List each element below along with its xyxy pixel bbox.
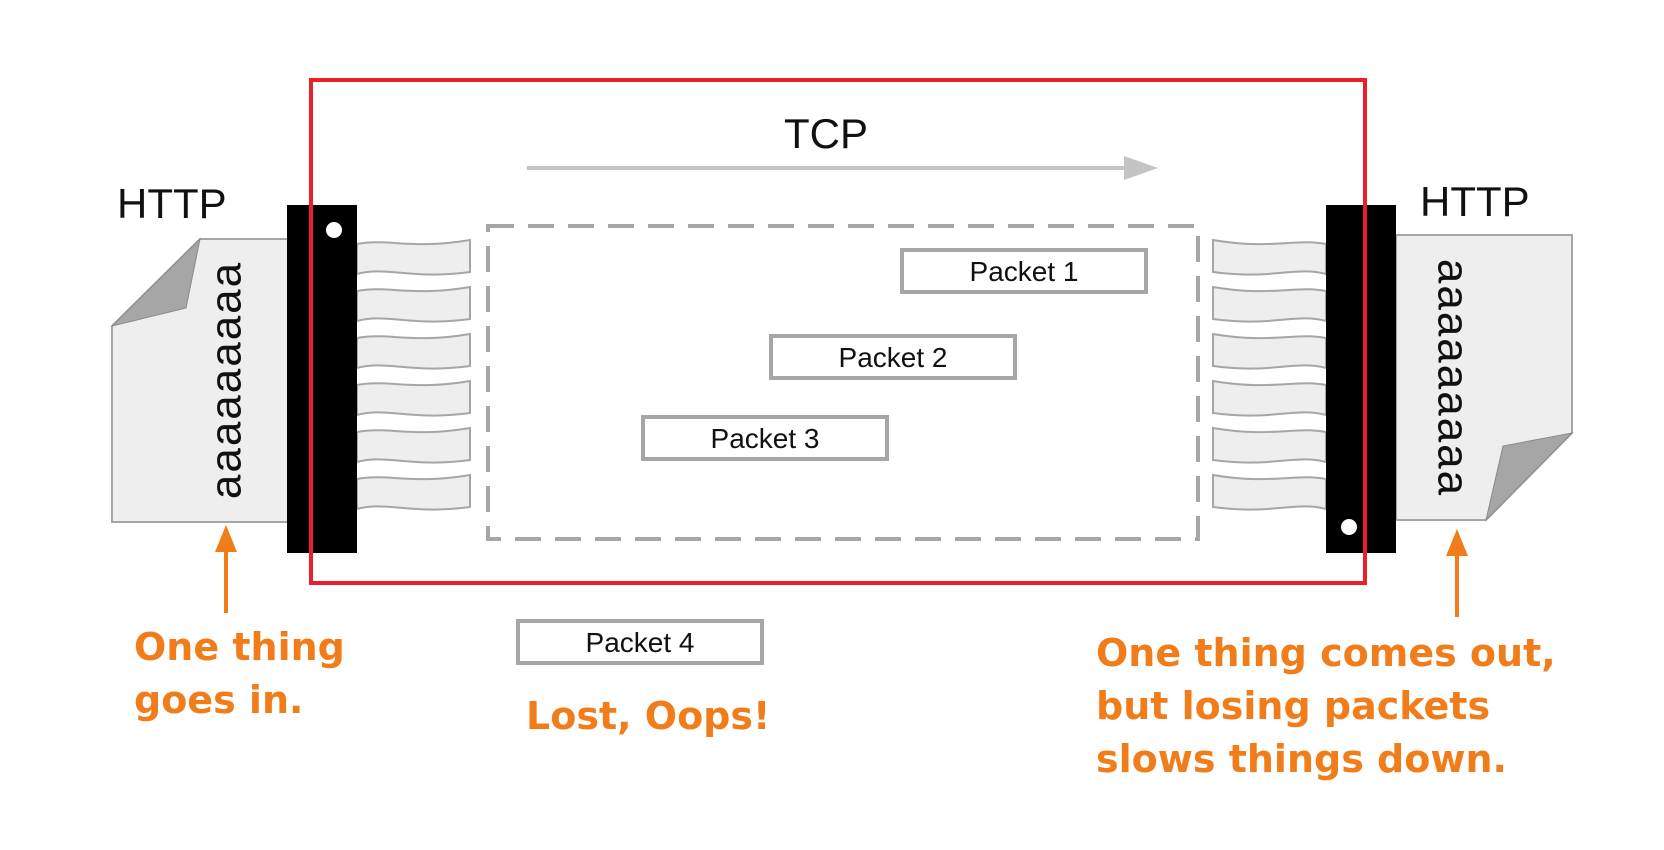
ribbon-strip <box>1212 238 1327 276</box>
ribbon-strip <box>356 379 471 417</box>
ribbon-strip <box>1212 426 1327 464</box>
left-annotation-line-2: goes in. <box>134 678 303 722</box>
left-connector-icon <box>287 205 357 553</box>
packet-1-label: Packet 1 <box>970 256 1079 287</box>
tcp-label: TCP <box>784 110 868 157</box>
packet-3: Packet 3 <box>641 415 889 461</box>
right-document-icon <box>1395 234 1574 522</box>
http-left-label: HTTP <box>117 180 227 227</box>
right-up-arrow-icon <box>1446 529 1468 617</box>
packet-area-dashed-box <box>486 224 1200 541</box>
tcp-direction-arrow <box>527 156 1158 180</box>
ribbon-strip <box>356 238 471 276</box>
left-document-text: aaaaaaaaa <box>202 261 251 499</box>
packet-4-label: Packet 4 <box>586 627 695 658</box>
packet-4-lost: Packet 4 <box>516 619 764 665</box>
right-annotation-line-3: slows things down. <box>1096 737 1507 781</box>
right-connector-icon <box>1326 205 1396 553</box>
ribbon-strip <box>356 426 471 464</box>
ribbon-strip <box>356 285 471 323</box>
ribbon-strip <box>1212 285 1327 323</box>
left-up-arrow-icon <box>215 525 237 613</box>
right-annotation-line-2: but losing packets <box>1096 684 1490 728</box>
lost-annotation: Lost, Oops! <box>526 694 770 738</box>
packet-2: Packet 2 <box>769 334 1017 380</box>
packet-3-label: Packet 3 <box>711 423 820 454</box>
left-document-icon <box>110 237 301 523</box>
packet-2-label: Packet 2 <box>839 342 948 373</box>
ribbon-strip <box>1212 473 1327 511</box>
ribbon-strip <box>1212 379 1327 417</box>
ribbon-strip <box>1212 332 1327 370</box>
right-document-text: aaaaaaaaa <box>1428 259 1477 497</box>
packet-1: Packet 1 <box>900 248 1148 294</box>
http-right-label: HTTP <box>1420 178 1530 225</box>
tcp-connection-boundary <box>309 78 1367 585</box>
ribbon-strip <box>356 332 471 370</box>
right-annotation-line-1: One thing comes out, <box>1096 631 1556 675</box>
right-annotation: One thing comes out, but losing packets … <box>1096 631 1569 781</box>
ribbon-strip <box>356 473 471 511</box>
left-ribbon-cable-icon <box>356 238 471 511</box>
left-annotation: One thing goes in. <box>134 625 358 722</box>
right-ribbon-cable-icon <box>1212 238 1327 511</box>
left-annotation-line-1: One thing <box>134 625 345 669</box>
